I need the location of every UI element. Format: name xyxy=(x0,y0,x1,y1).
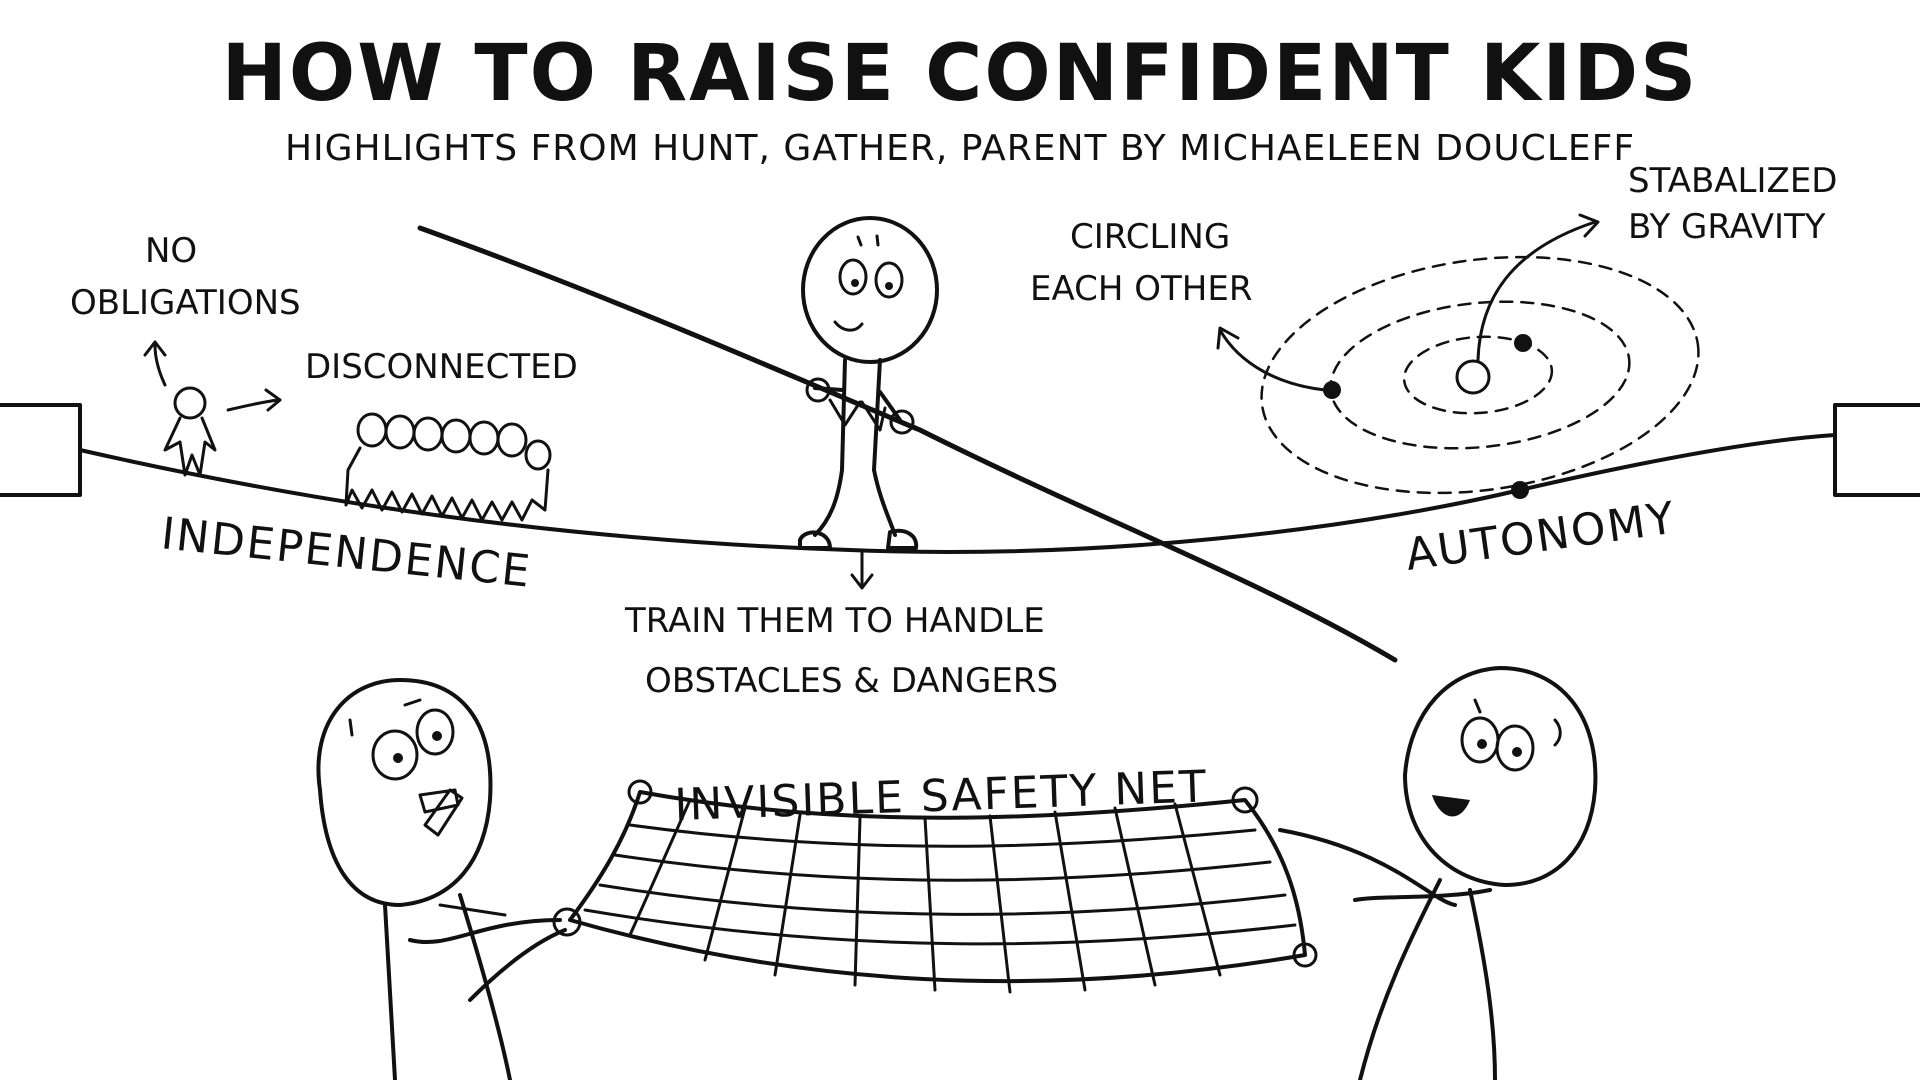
label-obligations: Obligations xyxy=(70,283,301,323)
walker-body xyxy=(840,358,882,472)
smile-mouth xyxy=(1432,795,1470,817)
right-body xyxy=(1358,878,1497,1080)
safety-net xyxy=(568,779,1307,994)
arrow-right xyxy=(226,388,282,412)
left-arm xyxy=(408,918,567,1002)
page-subtitle: Highlights from Hunt, Gather, Parent by … xyxy=(285,128,1635,169)
orbit-body-1 xyxy=(1514,334,1532,352)
walker-hand-right xyxy=(889,409,915,435)
left-post xyxy=(0,403,82,497)
label-safety-net: Invisible Safety Net xyxy=(674,761,1209,831)
walker-head xyxy=(801,216,939,364)
orbit-body-2 xyxy=(1323,381,1341,399)
walker-hand-left xyxy=(805,377,831,403)
caption-train-line1: Train them to handle xyxy=(624,601,1045,641)
arrow-gravity xyxy=(1476,213,1600,362)
orbit-middle xyxy=(1329,300,1631,450)
tightrope-walker xyxy=(798,216,939,550)
label-no: No xyxy=(145,231,197,271)
net-grid-vertical xyxy=(628,798,1222,994)
orbit-center xyxy=(1455,359,1491,395)
label-circling-line2: Each Other xyxy=(1030,269,1252,309)
walker-eye-right xyxy=(874,261,904,299)
left-head xyxy=(316,678,493,907)
label-stabalized-line1: Stabalized xyxy=(1628,161,1837,201)
independent-child xyxy=(163,386,217,477)
tape-mouth xyxy=(418,788,464,837)
walker-legs xyxy=(813,468,897,537)
orbit-outer xyxy=(1260,255,1700,495)
walker-collar xyxy=(828,398,887,432)
arrow-circling xyxy=(1216,326,1327,392)
left-body xyxy=(383,893,512,1080)
arrow-up xyxy=(143,340,167,387)
tightrope xyxy=(78,433,1837,554)
arrow-down xyxy=(850,550,874,590)
page-title: How to Raise Confident Kids xyxy=(222,29,1699,119)
walker-feet xyxy=(798,528,919,550)
label-disconnected: Disconnected xyxy=(305,347,578,387)
label-stabalized-line2: By Gravity xyxy=(1628,207,1826,247)
net-grid-horizontal xyxy=(583,823,1297,946)
label-circling-line1: Circling xyxy=(1070,217,1230,257)
right-arm xyxy=(1278,828,1492,907)
net-outline xyxy=(568,790,1307,984)
balancing-pole xyxy=(417,225,1398,663)
orbit-diagram xyxy=(1260,255,1700,499)
orbit-inner xyxy=(1402,335,1554,415)
caption-train-line2: obstacles & dangers xyxy=(645,661,1058,701)
walker-eye-left xyxy=(838,258,868,296)
net-holder-right xyxy=(1231,666,1598,1080)
orbit-body-3 xyxy=(1511,481,1529,499)
net-holder-left xyxy=(316,678,582,1080)
right-head xyxy=(1403,666,1598,887)
right-post xyxy=(1833,403,1920,497)
disconnected-group xyxy=(344,412,552,522)
